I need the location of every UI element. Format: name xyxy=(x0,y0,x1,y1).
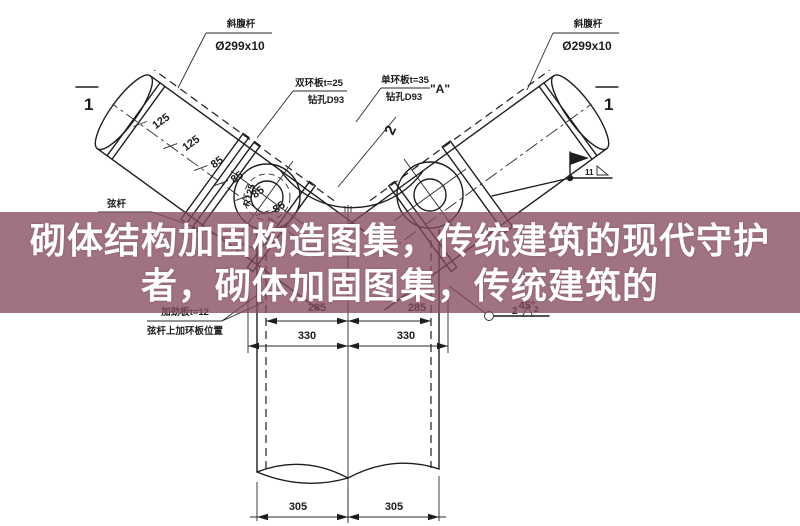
pipe-centerline xyxy=(112,103,320,255)
weld-size: 11 xyxy=(585,168,594,177)
label-left-member: 斜腹杆 Ø299x10 xyxy=(177,18,272,89)
section-mark-1-left: 1 xyxy=(75,86,99,114)
dim-330: 330 xyxy=(397,330,415,342)
break-line xyxy=(347,462,440,479)
drill-spec: 钻孔D93 xyxy=(308,94,344,106)
section-number: 2 xyxy=(381,123,400,138)
dim-125: 125 xyxy=(150,111,172,131)
dim-330: 330 xyxy=(298,330,316,342)
label-double-ring-plate: 双环板t=25 钻孔D93 xyxy=(256,77,347,139)
label-single-ring-plate: 单环板t=35 钻孔D93 "A" xyxy=(355,74,450,123)
member-spec: Ø299x10 xyxy=(562,39,612,53)
pipe-centerline xyxy=(384,103,592,255)
dim-305: 305 xyxy=(289,501,307,513)
stiffener-position: 弦杆上加环板位置 xyxy=(147,325,224,337)
dim-305: 305 xyxy=(385,501,403,513)
gusset-node: R125 xyxy=(230,158,467,234)
detail-note-A: "A" xyxy=(430,82,450,96)
break-line xyxy=(256,471,349,484)
break-line xyxy=(256,463,349,479)
dim-85: 85 xyxy=(229,169,246,186)
dim-row-305: 305 305 xyxy=(250,476,446,521)
member-name: 斜腹杆 xyxy=(573,18,603,30)
dim-row-330: 330 330 xyxy=(247,292,449,353)
section-number: 1 xyxy=(84,95,93,114)
banner-title-line1: 砌体结构加固构造图集，传统建筑的现代守护 xyxy=(29,219,770,261)
section-mark-1-right: 1 xyxy=(595,86,619,114)
dim-125: 125 xyxy=(180,133,202,153)
member-spec: Ø299x10 xyxy=(215,39,265,53)
plate-spec: 双环板t=25 xyxy=(294,77,343,89)
scallop-arc xyxy=(280,170,424,209)
section-number: 1 xyxy=(604,95,613,114)
member-name: 斜腹杆 xyxy=(226,18,256,30)
chord-text: 弦杆 xyxy=(107,198,127,210)
dim-85: 85 xyxy=(209,154,226,171)
banner-title-line2: 者，砌体加固图集，传统建筑的 xyxy=(140,264,659,306)
plate-spec: 单环板t=35 xyxy=(381,74,429,86)
section-mark-2: 2 xyxy=(337,116,400,188)
hidden-weld-line xyxy=(154,69,335,202)
label-right-member: 斜腹杆 Ø299x10 xyxy=(526,18,619,91)
title-banner-overlay: 砌体结构加固构造图集，传统建筑的现代守护 者，砌体加固图集，传统建筑的 xyxy=(0,212,800,313)
drill-spec: 钻孔D93 xyxy=(386,91,422,103)
hidden-weld-line xyxy=(369,69,550,202)
fillet-weld-triangle-icon xyxy=(596,165,610,176)
flag-glyph xyxy=(570,152,589,165)
field-weld-flag-icon: 11 xyxy=(491,151,613,197)
